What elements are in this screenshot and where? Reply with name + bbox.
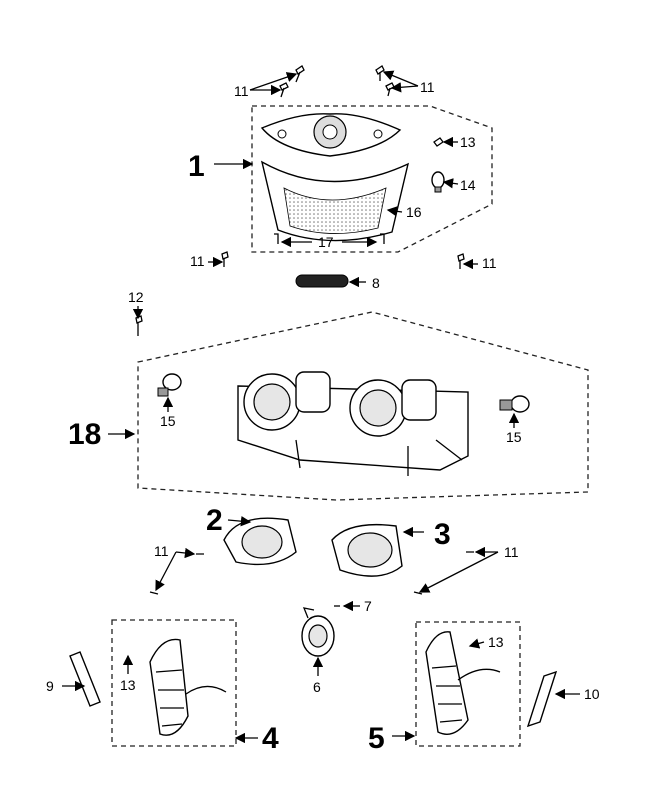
label-16: 16 bbox=[406, 204, 422, 220]
group-5-outline bbox=[415, 621, 521, 747]
label-11: 11 bbox=[482, 255, 497, 271]
label-8: 8 bbox=[372, 275, 380, 291]
label-2: 2 bbox=[206, 504, 223, 537]
label-9: 9 bbox=[46, 678, 54, 694]
label-5: 5 bbox=[368, 722, 385, 755]
leader-lines bbox=[62, 70, 580, 744]
reflector-9 bbox=[69, 651, 101, 707]
label-11: 11 bbox=[190, 253, 205, 269]
label-11: 11 bbox=[420, 79, 435, 95]
label-11: 11 bbox=[234, 83, 249, 99]
label-18: 18 bbox=[68, 418, 101, 451]
horn bbox=[301, 607, 335, 657]
reflector-10 bbox=[526, 670, 558, 728]
label-13: 13 bbox=[488, 634, 504, 650]
label-12: 12 bbox=[128, 289, 144, 305]
label-6: 6 bbox=[313, 679, 321, 695]
bulb-15-left bbox=[157, 373, 182, 397]
group-1-outline bbox=[251, 105, 493, 253]
headlamp-cover bbox=[260, 160, 410, 242]
turn-signal-right bbox=[425, 631, 501, 735]
group-18-outline bbox=[137, 311, 589, 501]
projector-assembly bbox=[237, 371, 469, 476]
label-10: 10 bbox=[584, 686, 600, 702]
cover-2 bbox=[223, 517, 297, 566]
label-13: 13 bbox=[460, 134, 476, 150]
label-7: 7 bbox=[364, 598, 372, 614]
turn-signal-left bbox=[149, 638, 227, 736]
group-4-outline bbox=[111, 619, 237, 747]
label-14: 14 bbox=[460, 177, 476, 193]
label-1: 1 bbox=[188, 150, 205, 183]
callout-labels: 1 11 11 13 14 16 17 11 11 8 12 18 15 15 … bbox=[46, 79, 600, 755]
seal-strip bbox=[295, 274, 349, 288]
label-13: 13 bbox=[120, 677, 136, 693]
bulb-14 bbox=[431, 171, 445, 193]
label-11: 11 bbox=[154, 543, 169, 559]
label-17: 17 bbox=[318, 234, 334, 250]
headlamp-lens bbox=[260, 113, 402, 157]
label-15: 15 bbox=[160, 413, 176, 429]
label-4: 4 bbox=[262, 722, 279, 755]
bulb-15-right bbox=[499, 395, 530, 413]
label-11: 11 bbox=[504, 544, 519, 560]
label-15: 15 bbox=[506, 429, 522, 445]
cover-3 bbox=[331, 523, 403, 577]
label-3: 3 bbox=[434, 518, 451, 551]
lower-screws bbox=[149, 551, 474, 607]
